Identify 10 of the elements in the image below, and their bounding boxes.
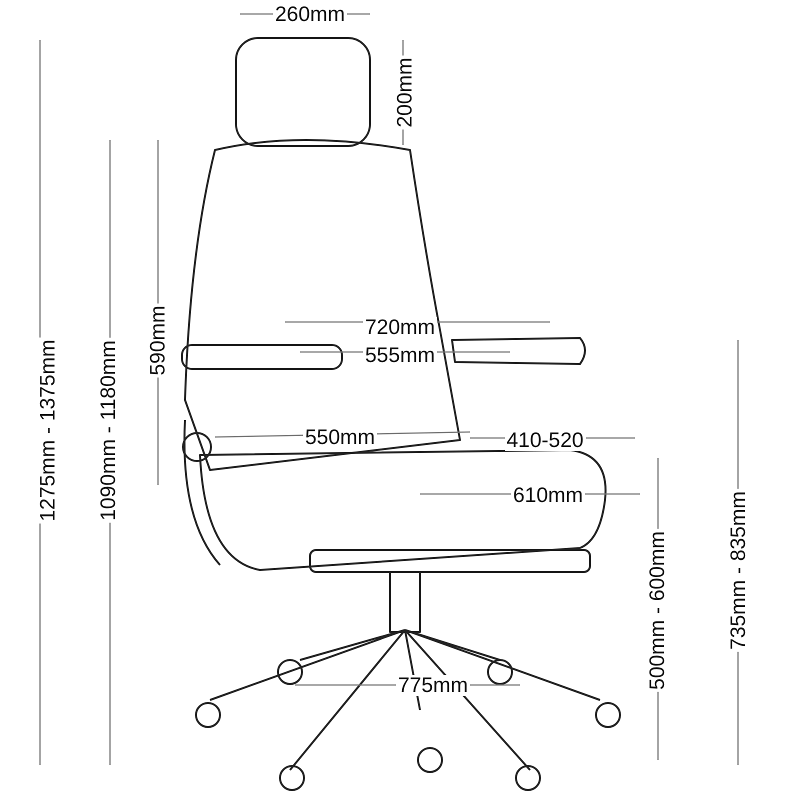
dimension-label: 735mm - 835mm <box>727 488 748 652</box>
dimension-label: 260mm <box>273 4 348 24</box>
dimension-label: 555mm <box>363 344 438 366</box>
dimension-label: 1090mm - 1180mm <box>97 338 118 522</box>
dimension-label: 720mm <box>363 316 438 338</box>
dimension-label: 410-520 <box>504 430 586 450</box>
dimension-label: 775mm <box>396 674 470 696</box>
dimension-label: 550mm <box>303 426 378 448</box>
dimension-label: 610mm <box>511 484 586 506</box>
dimension-label: 500mm - 600mm <box>646 528 668 692</box>
